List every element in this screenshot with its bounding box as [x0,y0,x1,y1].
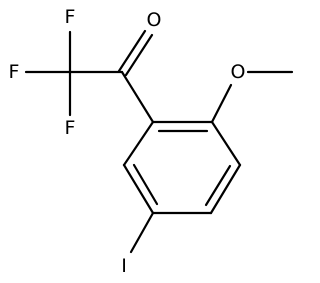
chemical-structure-diagram: F F F O O I [9,6,294,277]
bond-ring-c3-c4 [209,163,242,215]
bond-c2-o-double-b [124,33,154,77]
atom-label-fluorine-top: F [65,6,76,28]
atom-label-fluorine-bottom: F [65,117,76,139]
atom-label-oxygen-methoxy: O [231,61,246,83]
bond-ring-c2-c3 [210,120,242,167]
bond-ring-c3-c4-inner [204,164,232,207]
atom-labels: F F F O O I [9,6,246,277]
bond-ring-o-methoxy [210,83,233,124]
bond-c2-o-double-a [117,29,147,73]
bond-ring-iodine [129,211,155,254]
atom-label-oxygen-carbonyl: O [147,9,162,31]
bond-ring-c6-c1 [122,120,155,167]
atom-label-iodine: I [121,255,127,277]
bond-ring-c5-c6 [122,163,155,215]
bond-ring-c5-c6-inner [132,163,159,206]
bond-c2-ring [120,70,155,124]
atom-label-fluorine-left: F [9,61,20,83]
bond-lines [24,29,294,254]
